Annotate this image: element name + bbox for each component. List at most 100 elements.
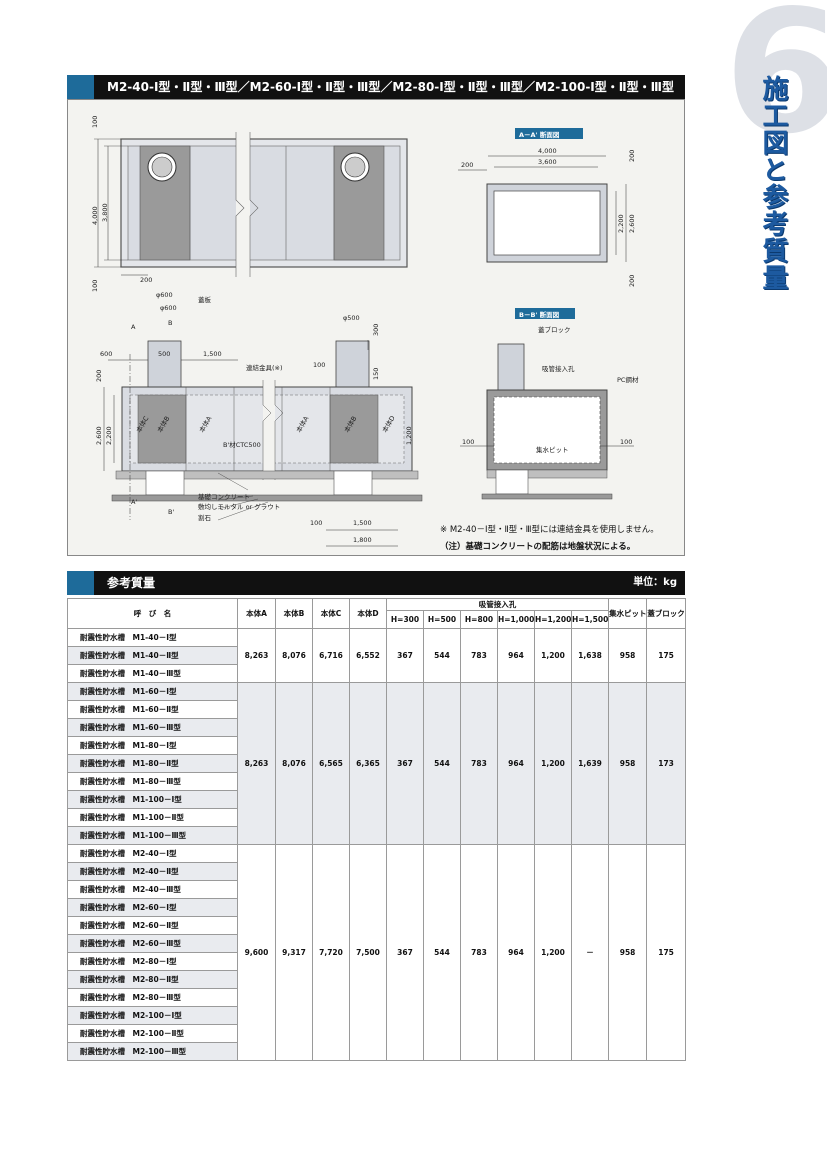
- row-name: 耐震性貯水槽 M1-40－Ⅱ型: [67, 646, 238, 665]
- mass-section-title: 参考質量: [107, 576, 156, 590]
- table-row: 耐震性貯水槽 M1-60－Ⅲ型: [67, 718, 686, 737]
- table-row: 耐震性貯水槽 M2-40－Ⅲ型: [67, 880, 686, 899]
- row-name: 耐震性貯水槽 M2-100－Ⅲ型: [67, 1042, 238, 1061]
- mass-value: 8,263: [237, 628, 276, 683]
- aa-top-dim: 200: [628, 150, 636, 162]
- row-name: 耐震性貯水槽 M2-40－Ⅲ型: [67, 880, 238, 899]
- mass-value: 173: [646, 682, 687, 845]
- elev-dim-1500: 1,500: [203, 350, 222, 358]
- bb-lid-block: 蓋ブロック: [538, 325, 571, 334]
- mass-value: 8,076: [275, 628, 313, 683]
- row-name: 耐震性貯水槽 M2-60－Ⅰ型: [67, 898, 238, 917]
- mass-value: 175: [646, 844, 687, 1061]
- row-name: 耐震性貯水槽 M1-60－Ⅰ型: [67, 682, 238, 701]
- aa-height-inner: 2,200: [617, 214, 625, 233]
- col-header-h500: H=500: [423, 610, 461, 629]
- row-name: 耐震性貯水槽 M1-60－Ⅲ型: [67, 718, 238, 737]
- elev-dim-1500b: 1,500: [353, 519, 372, 527]
- row-name: 耐震性貯水槽 M2-60－Ⅲ型: [67, 934, 238, 953]
- elev-stone: 割石: [198, 513, 212, 522]
- elev-label-b: B: [168, 319, 172, 327]
- mass-value: 6,716: [312, 628, 350, 683]
- mass-value: 6,365: [349, 682, 387, 845]
- reference-mass-table: 呼 び 名 本体A 本体B 本体C 本体D 吸管接入孔 集水ピット 蓋ブロック …: [67, 598, 687, 1061]
- row-name: 耐震性貯水槽 M2-80－Ⅱ型: [67, 970, 238, 989]
- aa-bottom-dim: 200: [628, 275, 636, 287]
- mass-value: 367: [386, 628, 424, 683]
- section-bb-label: B－B' 断面図: [519, 310, 560, 319]
- table-row: 耐震性貯水槽 M2-60－Ⅰ型: [67, 898, 686, 917]
- section-aa: [458, 128, 627, 263]
- mass-value: 1,200: [534, 844, 572, 1061]
- elev-dim-100b: 100: [310, 519, 322, 527]
- bb-side-right: 100: [620, 438, 632, 446]
- drawing-section-title: M2-40-Ⅰ型・Ⅱ型・Ⅲ型／M2-60-Ⅰ型・Ⅱ型・Ⅲ型／M2-80-Ⅰ型・Ⅱ…: [107, 80, 675, 94]
- mass-value: 964: [497, 844, 535, 1061]
- row-name: 耐震性貯水槽 M2-100－Ⅱ型: [67, 1024, 238, 1043]
- elev-mortar: 敷均しモルタル or グラウト: [198, 502, 280, 511]
- col-header-body-a: 本体A: [237, 598, 276, 629]
- mass-value: 958: [608, 628, 648, 683]
- mass-value: 8,076: [275, 682, 313, 845]
- elev-phi500: φ500: [343, 314, 360, 322]
- col-header-suction-hole: 吸管接入孔: [385, 598, 610, 611]
- row-name: 耐震性貯水槽 M1-40－Ⅰ型: [67, 628, 238, 647]
- mass-unit: 単位：kg: [633, 577, 677, 588]
- row-name: 耐震性貯水槽 M1-80－Ⅰ型: [67, 736, 238, 755]
- mass-value: 175: [646, 628, 687, 683]
- elev-label-a: A: [131, 323, 136, 331]
- mass-value: 7,720: [312, 844, 350, 1061]
- elev-base-concrete: 基礎コンクリート: [198, 492, 250, 501]
- col-header-h1500: H=1,500: [570, 610, 610, 629]
- col-header-h1000: H=1,000: [497, 610, 535, 629]
- table-row: 耐震性貯水槽 M1-60－Ⅱ型: [67, 700, 686, 719]
- row-name: 耐震性貯水槽 M1-100－Ⅱ型: [67, 808, 238, 827]
- col-header-lid-block: 蓋ブロック: [646, 598, 687, 629]
- row-name: 耐震性貯水槽 M1-60－Ⅱ型: [67, 700, 238, 719]
- mass-value: 7,500: [349, 844, 387, 1061]
- plan-dim-outer: 4,000: [91, 206, 99, 225]
- aa-width-outer: 4,000: [538, 147, 557, 155]
- col-header-pit: 集水ピット: [608, 598, 648, 629]
- row-name: 耐震性貯水槽 M1-100－Ⅲ型: [67, 826, 238, 845]
- mass-value: 8,263: [237, 682, 276, 845]
- note-fitting: ※ M2-40－Ⅰ型・Ⅱ型・Ⅲ型には連結金具を使用しません。: [440, 525, 659, 535]
- chapter-number: 6: [724, 0, 827, 172]
- mass-value: 783: [460, 628, 498, 683]
- section-bb: [460, 308, 634, 500]
- elev-phi600: φ600: [156, 291, 173, 299]
- mass-value: 6,552: [349, 628, 387, 683]
- mass-value: 9,600: [237, 844, 276, 1061]
- mass-value: 1,200: [534, 628, 572, 683]
- table-row: 耐震性貯水槽 M1-40－Ⅱ型: [67, 646, 686, 665]
- elev-dim-200: 200: [95, 370, 103, 382]
- plan-view: [94, 132, 408, 277]
- row-name: 耐震性貯水槽 M2-100－Ⅰ型: [67, 1006, 238, 1025]
- col-header-h800: H=800: [460, 610, 498, 629]
- mass-value: 964: [497, 682, 535, 845]
- mass-value: 1,639: [570, 682, 610, 845]
- elev-dim-2600: 2,600: [95, 426, 103, 445]
- chapter-side-title: 施工図と参考質量: [758, 75, 788, 291]
- col-header-h1200: H=1,200: [534, 610, 572, 629]
- table-row: 耐震性貯水槽 M2-60－Ⅱ型: [67, 916, 686, 935]
- aa-height-outer: 2,600: [628, 214, 636, 233]
- elev-label-a2: A': [131, 498, 137, 506]
- mass-value: 367: [386, 682, 424, 845]
- section-aa-label: A－A' 断面図: [519, 130, 560, 139]
- col-header-h300: H=300: [386, 610, 424, 629]
- col-header-body-b: 本体B: [275, 598, 313, 629]
- row-name: 耐震性貯水槽 M1-80－Ⅱ型: [67, 754, 238, 773]
- row-name: 耐震性貯水槽 M2-80－Ⅲ型: [67, 988, 238, 1007]
- row-name: 耐震性貯水槽 M2-40－Ⅰ型: [67, 844, 238, 863]
- col-header-body-d: 本体D: [349, 598, 387, 629]
- construction-drawing: 100 4,000 3,800 100 200 A－A' 断面図 4,000 3…: [91, 116, 639, 547]
- table-row: 耐震性貯水槽 M2-80－Ⅰ型: [67, 952, 686, 971]
- elev-dim-150: 150: [372, 368, 380, 380]
- mass-value: 958: [608, 844, 648, 1061]
- table-row: 耐震性貯水槽 M2-80－Ⅲ型: [67, 988, 686, 1007]
